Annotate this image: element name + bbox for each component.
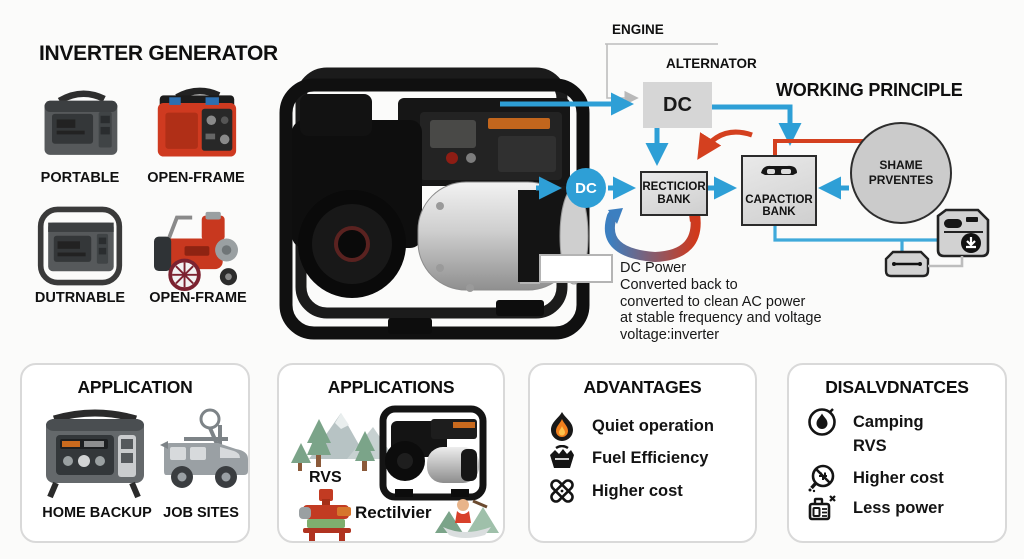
red-inverter-generator-icon (157, 87, 237, 157)
home-backup-generator-icon (46, 409, 144, 499)
utility-van-icon (160, 408, 248, 488)
note-line-4: at stable frequency and voltage (620, 310, 822, 327)
rectilvier-label: Rectilvier (355, 503, 432, 522)
dc-node-label: DC (575, 179, 597, 197)
briefcase-x-icon (808, 495, 836, 521)
disadvantage-item-cost: Higher cost (807, 463, 995, 493)
dc-alternator-box: DC (643, 82, 712, 128)
disadvantage-camping-label: Camping (853, 412, 924, 431)
alternator-label: ALTERNATOR (666, 56, 757, 71)
advantage-quiet-label: Quiet operation (592, 416, 714, 435)
no-plug-icon (808, 464, 835, 493)
disadvantage-cost-label: Higher cost (853, 468, 944, 487)
dc-node: DC (566, 168, 606, 208)
fuel-basket-icon (550, 445, 574, 468)
advantage-item-quiet: Quiet operation (548, 411, 745, 441)
dc-flow-arrows (500, 92, 849, 200)
note-line-5: voltage:inverter (620, 327, 720, 344)
card-applications-title: APPLICATIONS (327, 377, 455, 397)
disadvantage-item-rvs: RVS (807, 437, 995, 456)
plug-device-icon (884, 250, 930, 278)
capacitor-bank-box: CAPACTIOR BANK (741, 155, 817, 226)
engine-label: ENGINE (612, 22, 664, 37)
red-machine-icon (299, 489, 351, 541)
mountains-trees-icon (291, 413, 395, 471)
page-title: INVERTER GENERATOR (39, 42, 278, 65)
disadvantage-rvs-label: RVS (853, 437, 887, 455)
rectifier-label-line2: BANK (657, 193, 691, 206)
capacitor-label-line2: BANK (762, 205, 796, 218)
canoe-person-icon (435, 499, 499, 538)
note-line-2: Converted back to (620, 276, 738, 293)
inverter-circle: SHAME PRVENTES (850, 122, 952, 224)
callout-box (539, 254, 613, 283)
home-backup-label: HOME BACKUP (42, 505, 152, 521)
rectifier-label-line1: RECTICIOR (642, 181, 706, 194)
generator-photo (279, 67, 590, 340)
note-line-3: converted to clean AC power (620, 293, 806, 310)
disadvantage-power-label: Less power (853, 498, 944, 517)
flame-icon (551, 412, 573, 441)
product-label-open-frame-2: OPEN-FRAME (149, 290, 247, 306)
card-advantages-title: ADVANTAGES (583, 377, 702, 397)
product-label-portable: PORTABLE (40, 170, 120, 186)
red-wheeled-generator-icon (154, 211, 238, 292)
power-outlet-device-icon (936, 208, 990, 258)
card-application-title: APPLICATION (77, 377, 193, 397)
rvs-label: RVS (309, 469, 342, 486)
advantage-item-fuel: Fuel Efficiency (548, 445, 745, 471)
rectifier-bank-box: RECTICIOR BANK (640, 171, 708, 216)
card-disadvantages-title: DISALVDNATCES (825, 377, 969, 397)
card-application: APPLICATION HOME BACKUP JOB SITE (20, 363, 250, 543)
product-label-dutrnable: DUTRNABLE (34, 290, 126, 306)
crossed-bandage-icon (550, 479, 574, 503)
advantage-cost-label: Higher cost (592, 481, 683, 500)
gray-framed-generator-icon (37, 206, 123, 286)
capacitor-label-line1: CAPACTIOR (745, 193, 813, 206)
circled-flame-icon (808, 408, 836, 436)
capacitor-component-icon (761, 165, 797, 175)
note-line-1: DC Power (620, 260, 687, 276)
inverter-circle-line2: PRVENTES (868, 173, 934, 187)
open-frame-generator-icon (379, 405, 487, 501)
card-applications: APPLICATIONS RVS (277, 363, 505, 543)
dc-box-label: DC (663, 93, 692, 116)
card-disadvantages: DISALVDNATCES Camping RVS Higher cost (787, 363, 1007, 543)
card-advantages: ADVANTAGES Quiet operation Fuel Efficien… (528, 363, 757, 543)
advantage-item-cost: Higher cost (548, 477, 745, 505)
product-label-open-frame-1: OPEN-FRAME (147, 170, 245, 186)
disadvantage-item-power: Less power (807, 493, 995, 523)
advantage-fuel-label: Fuel Efficiency (592, 448, 709, 467)
inverter-circle-line1: SHAME (879, 158, 923, 172)
gray-inverter-generator-icon (44, 90, 118, 155)
job-sites-label: JOB SITES (163, 505, 239, 521)
device-connector-line (928, 256, 964, 268)
working-principle-title: WORKING PRINCIPLE (776, 80, 963, 100)
dc-power-note: DC Power Converted back to converted to … (620, 260, 822, 344)
disadvantage-item-camping: Camping (807, 407, 995, 437)
